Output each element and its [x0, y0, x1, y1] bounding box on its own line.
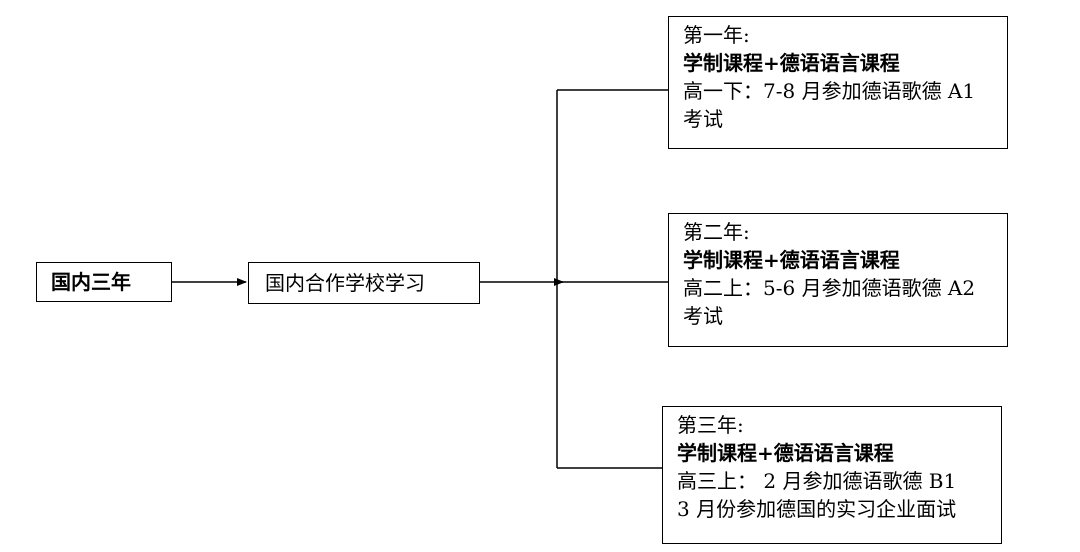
- year1-node-box: 第一年: 学制课程+德语语言课程 高一下：7-8 月参加德语歌德 A1 考试: [668, 16, 1008, 149]
- year1-detail-line1: 高一下：7-8 月参加德语歌德 A1: [683, 79, 976, 103]
- year3-detail-line2: 3 月份参加德国的实习企业面试: [677, 497, 957, 521]
- year2-detail-line1: 高二上：5-6 月参加德语歌德 A2: [683, 276, 976, 300]
- year2-detail-line2: 考试: [683, 304, 723, 328]
- root-node-box: 国内三年: [36, 262, 172, 302]
- school-node-label: 国内合作学校学习: [265, 271, 425, 295]
- year2-title: 第二年:: [683, 220, 750, 244]
- year2-node-box: 第二年: 学制课程+德语语言课程 高二上：5-6 月参加德语歌德 A2 考试: [668, 213, 1008, 347]
- year1-title: 第一年:: [683, 23, 750, 47]
- root-node-label: 国内三年: [51, 270, 131, 294]
- year3-node-box: 第三年: 学制课程+德语语言课程 高三上： 2 月参加德语歌德 B1 3 月份参…: [662, 406, 1002, 544]
- year1-course: 学制课程+德语语言课程: [683, 51, 900, 75]
- year1-detail-line2: 考试: [683, 107, 723, 131]
- school-node-box: 国内合作学校学习: [248, 262, 480, 304]
- year3-course: 学制课程+德语语言课程: [677, 441, 894, 465]
- year3-title: 第三年:: [677, 413, 744, 437]
- year3-detail-line1: 高三上： 2 月参加德语歌德 B1: [677, 469, 957, 493]
- year2-course: 学制课程+德语语言课程: [683, 248, 900, 272]
